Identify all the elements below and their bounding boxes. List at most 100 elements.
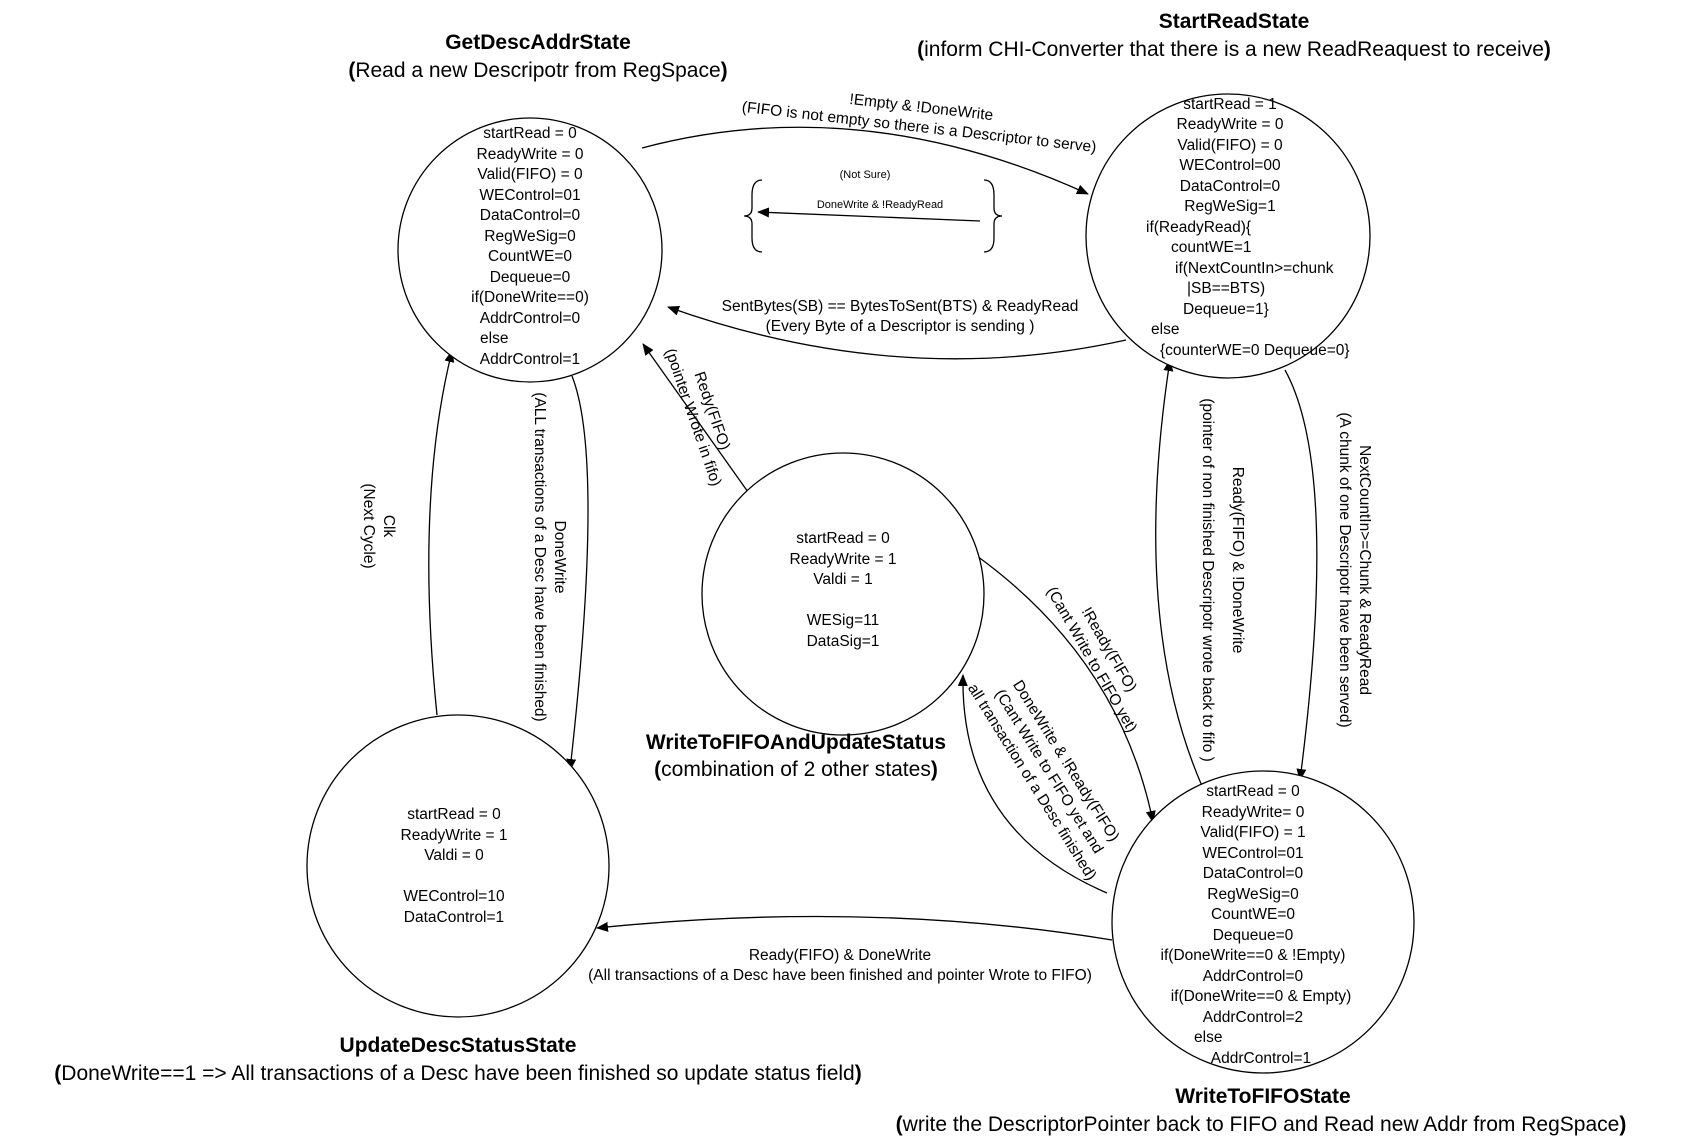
state-line: AddrControl=1 [480, 351, 580, 368]
state-line: CountWE=0 [1211, 906, 1295, 923]
state-write-fifo [1111, 770, 1415, 1074]
state-line: DataControl=0 [1203, 865, 1304, 882]
state-line: RegWeSig=0 [1207, 886, 1299, 903]
right-brace [983, 179, 1003, 253]
state-line: AddrControl=0 [480, 310, 581, 327]
subtitle-write-fifo: (write the DescriptorPointer back to FIF… [896, 1113, 1627, 1136]
title-update-desc: UpdateDescStatusState [340, 1034, 577, 1057]
state-line: if(DoneWrite==0 & Empty) [1171, 988, 1352, 1005]
state-line: |SB==BTS) [1187, 280, 1265, 297]
transition-label: (pointer of non finished Descripotr wrot… [1199, 398, 1216, 762]
transition-label: (A chunk of one Descripotr have been ser… [1336, 412, 1353, 727]
state-write-fifo-update [701, 452, 985, 736]
edge-wf-to-update [596, 915, 1113, 941]
state-line: countWE=1 [1171, 239, 1252, 256]
transition-label: (Next Cycle) [360, 483, 377, 568]
left-brace [743, 179, 763, 253]
state-line: Valid(FIFO) = 0 [1177, 137, 1283, 154]
state-line: WEControl=01 [1202, 845, 1303, 862]
state-line: startRead = 0 [796, 530, 890, 547]
state-line: AddrControl=0 [1203, 968, 1304, 985]
state-line: Dequeue=0 [1213, 927, 1294, 944]
subtitle-write-update: (combination of 2 other states) [654, 758, 938, 781]
state-line: startRead = 0 [407, 806, 501, 823]
state-line: if(DoneWrite==0) [471, 289, 589, 306]
state-line: else [480, 330, 508, 347]
state-line: WESig=11 [807, 612, 880, 629]
transition-label: DoneWrite [551, 521, 568, 594]
state-line: RegWeSig=0 [484, 228, 576, 245]
transition-label: (Cant Write to FIFO yet and [991, 687, 1106, 857]
label-get-to-update: DoneWrite (ALL transactions of a Desc ha… [531, 392, 568, 721]
state-line: WEControl=10 [403, 888, 505, 905]
state-line: ReadyWrite= 0 [1202, 804, 1305, 821]
edge-wf-to-start [1155, 359, 1203, 787]
state-line: WEControl=01 [479, 187, 580, 204]
state-line: CountWE=0 [488, 248, 572, 265]
label-update-to-get: Clk (Next Cycle) [360, 483, 397, 568]
state-line: DataControl=0 [1180, 178, 1281, 195]
state-get-desc-addr [397, 117, 663, 383]
state-line: ReadyWrite = 1 [401, 827, 508, 844]
state-line: AddrControl=1 [1211, 1050, 1311, 1067]
subtitle-update-desc: (DoneWrite==1 => All transactions of a D… [54, 1062, 861, 1085]
state-line: Valid(FIFO) = 0 [477, 166, 583, 183]
edge-mid-to-get [642, 343, 749, 493]
label-mid-to-wf: !Ready(FIFO) (Cant Write to FIFO yet) [1043, 584, 1140, 735]
state-line: startRead = 0 [483, 125, 577, 142]
edge-get-to-update [566, 375, 589, 771]
subtitle-start-read: (inform CHI-Converter that there is a ne… [917, 38, 1551, 61]
state-update-desc-status [306, 714, 610, 1018]
state-line: if(NextCountIn>=chunk [1175, 260, 1334, 277]
body-start-read: startRead = 1 ReadyWrite = 0 Valid(FIFO)… [1146, 96, 1350, 359]
state-line: DataControl=0 [480, 207, 581, 224]
state-line: startRead = 1 [1183, 96, 1276, 113]
label-wf-to-update-line2: (All transactions of a Desc have been fi… [588, 967, 1092, 984]
body-get-desc: startRead = 0 ReadyWrite = 0 Valid(FIFO)… [471, 125, 589, 368]
state-line: if(ReadyRead){ [1146, 219, 1251, 236]
state-line: ReadyWrite = 0 [1177, 116, 1284, 133]
transition-label: Ready(FIFO) & !DoneWrite [1229, 467, 1246, 654]
label-start-to-get-line1: SentBytes(SB) == BytesToSent(BTS) & Read… [722, 298, 1079, 315]
state-line: DataControl=1 [404, 909, 504, 926]
state-line: AddrControl=2 [1203, 1009, 1303, 1026]
state-line: ReadyWrite = 1 [790, 551, 897, 568]
state-line: WEControl=00 [1179, 157, 1281, 174]
label-mid-to-get: Redy(FIFO) (pointer Wrote in fifo) [661, 346, 733, 488]
edge-not-sure [757, 207, 981, 222]
subtitle-get-desc: (Read a new Descripotr from RegSpace) [348, 59, 727, 82]
edge-get-to-start [641, 126, 1089, 195]
label-start-to-get-line2: (Every Byte of a Descriptor is sending ) [766, 318, 1035, 335]
state-line: Dequeue=1} [1183, 301, 1269, 318]
title-start-read: StartReadState [1159, 10, 1310, 33]
body-write-fifo: startRead = 0 ReadyWrite= 0 Valid(FIFO) … [1161, 783, 1352, 1067]
transition-label: (ALL transactions of a Desc have been fi… [531, 392, 548, 721]
edge-mid-to-wf [976, 555, 1156, 823]
edge-start-to-get [667, 305, 1127, 360]
state-start-read [1085, 93, 1371, 379]
not-sure-condition: DoneWrite & !ReadyRead [817, 199, 943, 211]
edge-wf-to-mid [957, 674, 1108, 894]
label-start-to-wf: NextCountIn>=Chunk & ReadyRead (A chunk … [1336, 412, 1373, 727]
body-update-desc: startRead = 0 ReadyWrite = 1 Valdi = 0 W… [401, 806, 508, 926]
state-line: Valid(FIFO) = 1 [1200, 824, 1305, 841]
state-line: RegWeSig=1 [1184, 198, 1275, 215]
state-line: else [1151, 321, 1179, 338]
title-get-desc: GetDescAddrState [445, 31, 631, 54]
title-write-update: WriteToFIFOAndUpdateStatus [646, 731, 946, 754]
not-sure-label: (Not Sure) [840, 169, 891, 181]
state-line: Dequeue=0 [490, 269, 571, 286]
body-write-update: startRead = 0 ReadyWrite = 1 Valdi = 1 W… [790, 530, 897, 650]
state-line: ReadyWrite = 0 [477, 146, 584, 163]
transition-label: Clk [380, 515, 397, 538]
title-write-fifo: WriteToFIFOState [1175, 1085, 1350, 1108]
edge-start-to-wf [1284, 369, 1318, 781]
transition-label: NextCountIn>=Chunk & ReadyRead [1356, 445, 1373, 695]
state-line: startRead = 0 [1206, 783, 1300, 800]
label-wf-to-start: Ready(FIFO) & !DoneWrite (pointer of non… [1199, 398, 1246, 762]
state-line: {counterWE=0 Dequeue=0} [1160, 342, 1350, 359]
state-line: if(DoneWrite==0 & !Empty) [1161, 947, 1346, 964]
label-wf-to-update-line1: Ready(FIFO) & DoneWrite [749, 947, 931, 964]
state-line: Valdi = 1 [813, 571, 873, 588]
edge-update-to-get [428, 350, 455, 716]
